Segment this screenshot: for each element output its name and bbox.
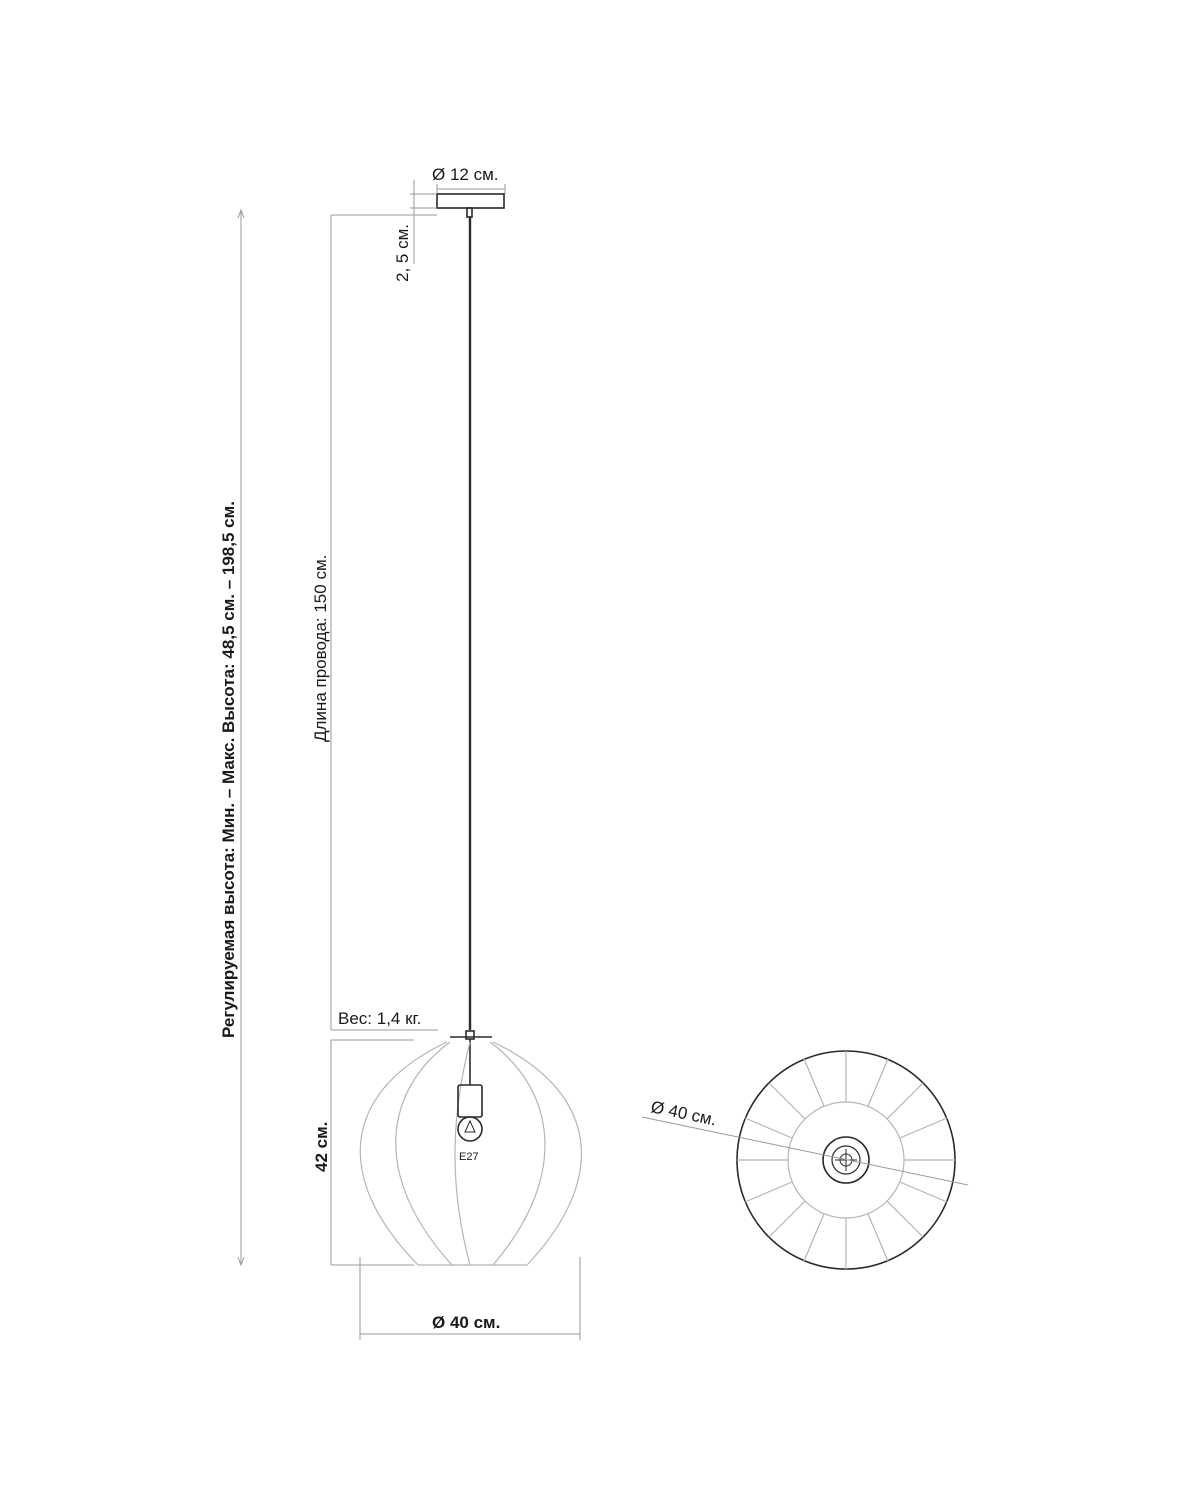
weight-label: Вес: 1,4 кг. (338, 1009, 421, 1028)
wire-length-label: Длина провода: 150 см. (311, 555, 330, 742)
shade-height-label: 42 см. (312, 1122, 331, 1172)
canopy-height-label: 2, 5 см. (393, 224, 412, 282)
shade-diameter-side-label: Ø 40 см. (432, 1313, 500, 1332)
adjustable-height-dimension: Регулируемая высота: Мин. – Макс. Высота… (219, 208, 245, 1267)
canopy: Ø 12 см. 2, 5 см. (393, 165, 506, 282)
canopy-plate (436, 193, 505, 209)
shade-diameter-top-label: Ø 40 см. (649, 1097, 718, 1129)
top-diameter-line (641, 1116, 969, 1186)
shade-side-view: E27 42 см. Ø 40 см. (312, 1030, 582, 1340)
socket (457, 1084, 483, 1118)
shade-top-view: Ø 40 см. (641, 1050, 969, 1270)
shade-ribs (737, 1051, 955, 1269)
suspension-wire (466, 207, 473, 1030)
wire-length-dimension: Длина провода: 150 см. (311, 214, 438, 1031)
socket-type-label: E27 (459, 1151, 479, 1163)
bulb (457, 1116, 483, 1142)
canopy-diameter-label: Ø 12 см. (432, 165, 499, 184)
adjustable-height-label: Регулируемая высота: Мин. – Макс. Высота… (219, 501, 238, 1038)
